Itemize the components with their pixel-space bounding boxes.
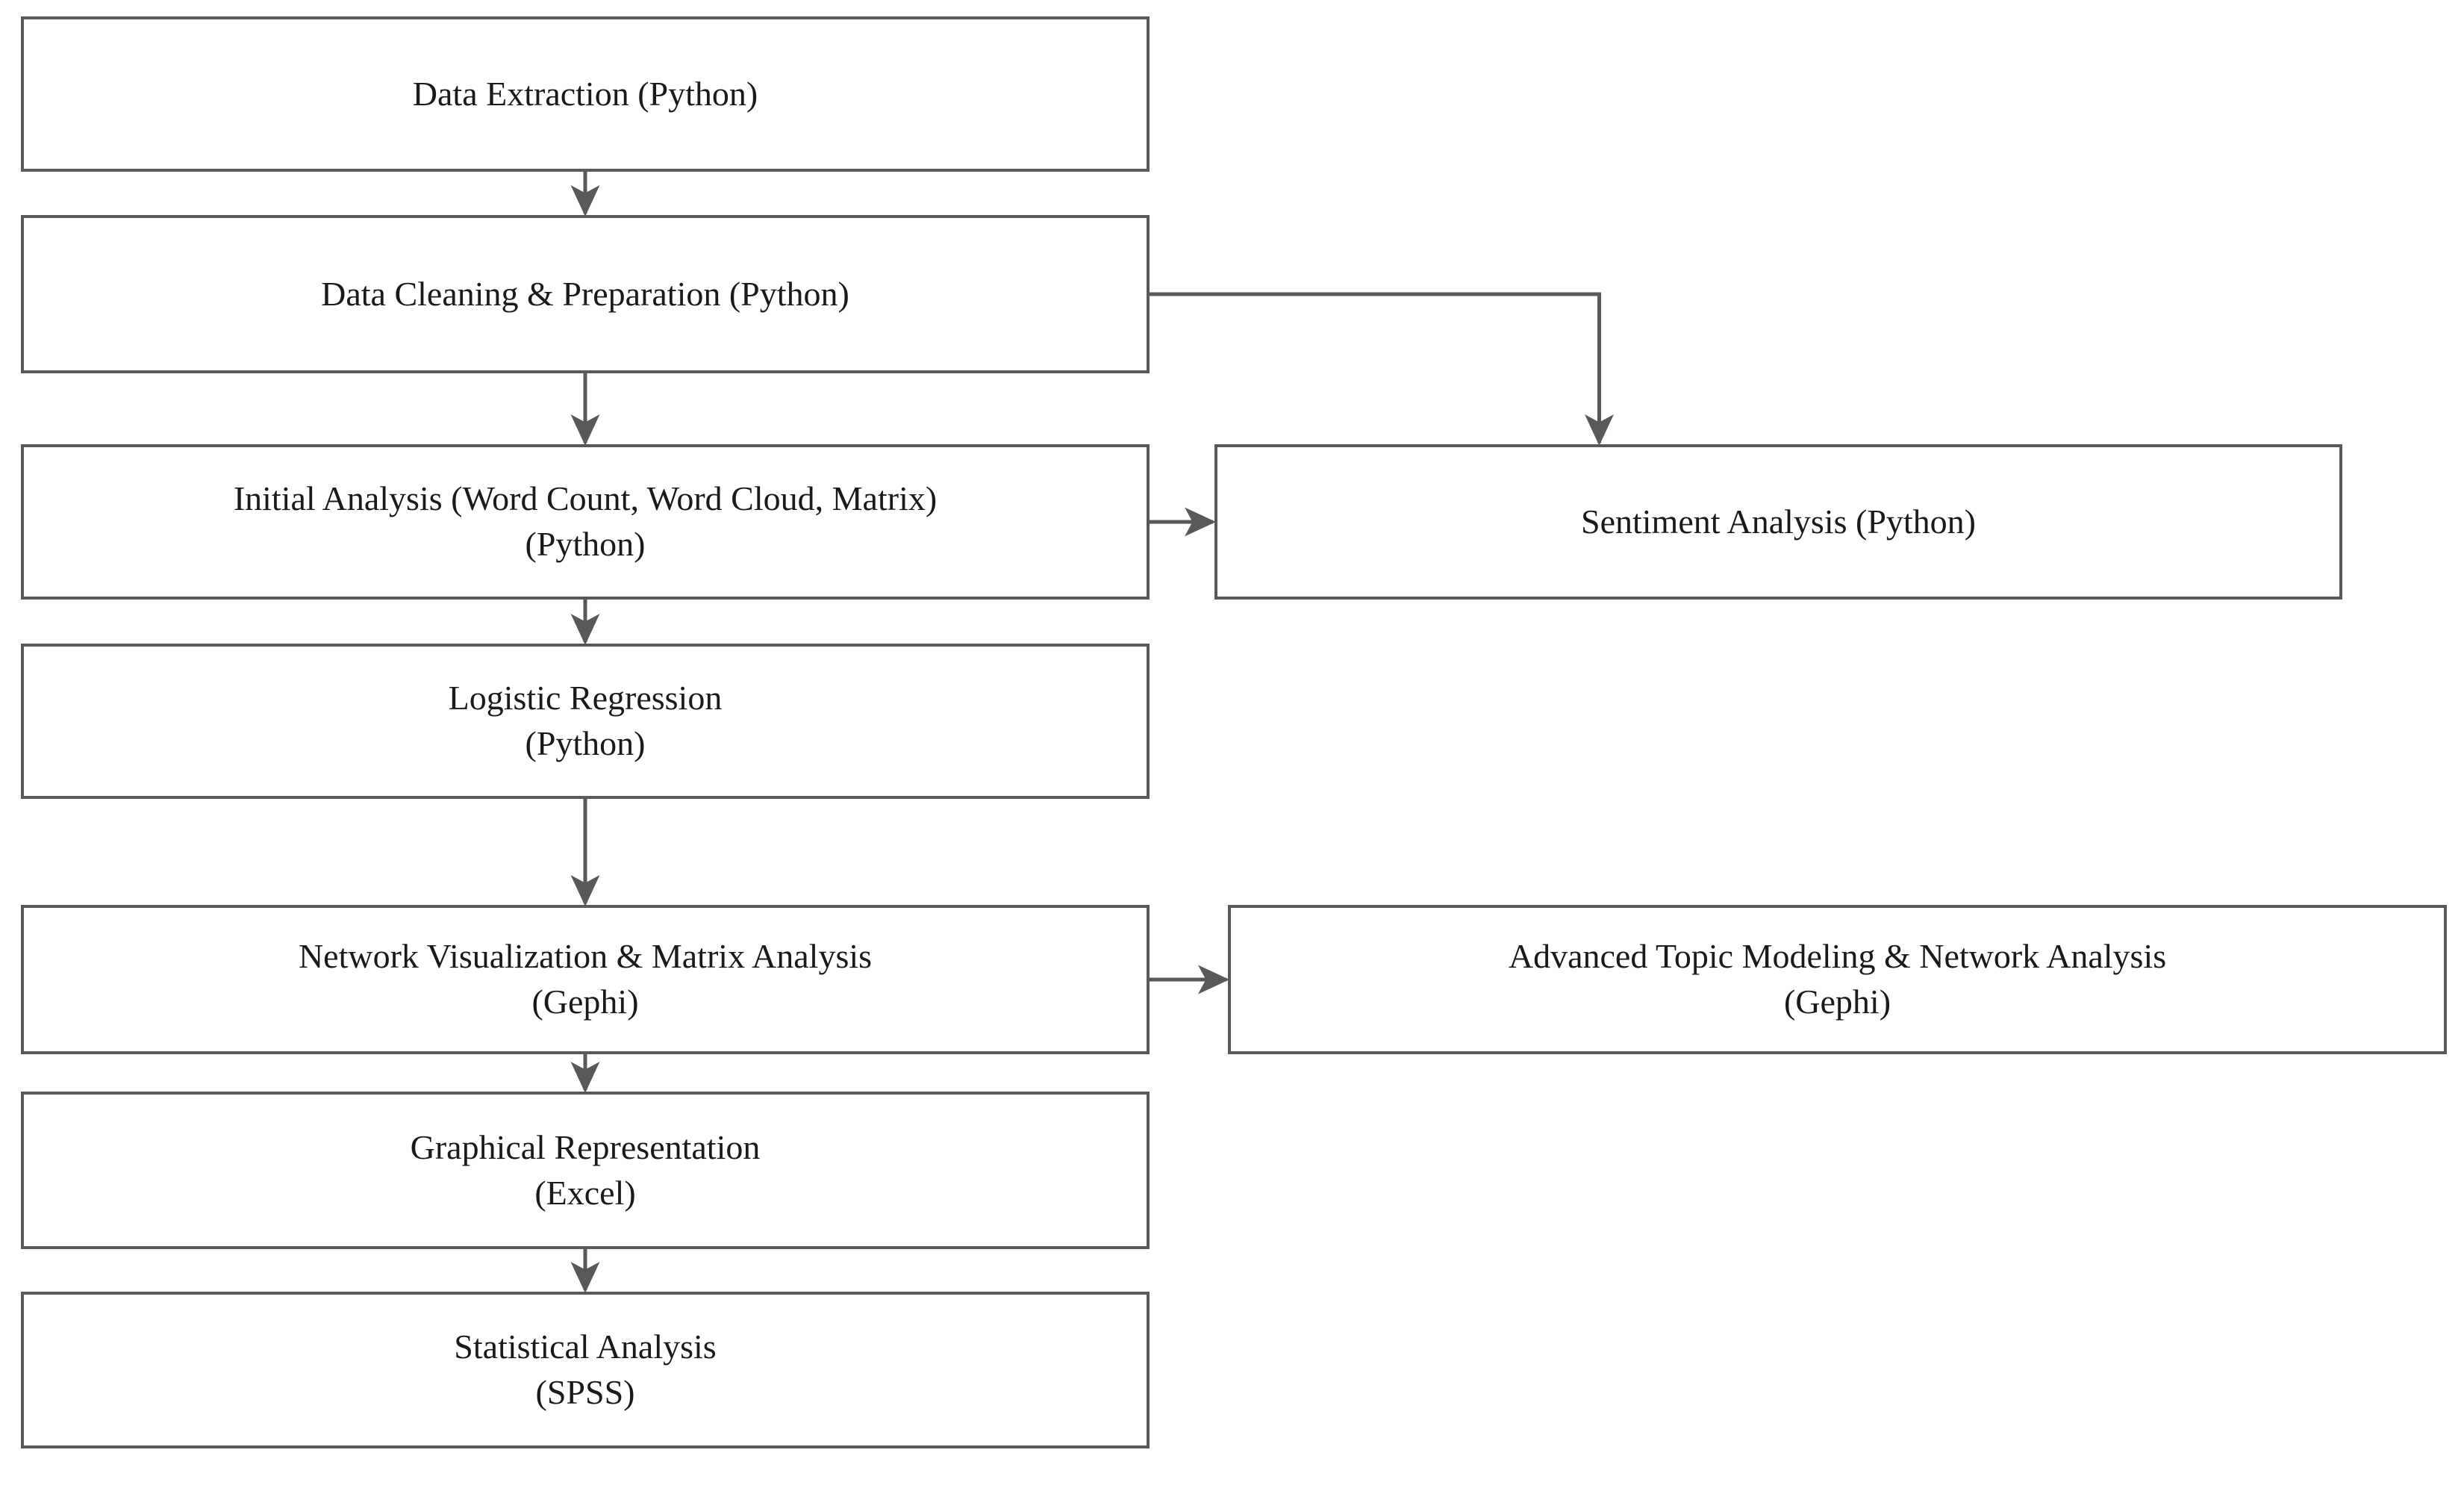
data-cleaning-preparation-node[interactable]: Data Cleaning & Preparation (Python) xyxy=(21,215,1150,373)
node-label-line: Statistical Analysis xyxy=(454,1328,717,1366)
logistic-regression-node[interactable]: Logistic Regression (Python) xyxy=(21,644,1150,799)
initial-analysis-node[interactable]: Initial Analysis (Word Count, Word Cloud… xyxy=(21,444,1150,600)
data-extraction-node[interactable]: Data Extraction (Python) xyxy=(21,16,1150,172)
node-label-line: Network Visualization & Matrix Analysis xyxy=(298,937,873,976)
node-label-line: Advanced Topic Modeling & Network Analys… xyxy=(1508,937,2167,976)
node-label-line: Data Extraction (Python) xyxy=(412,74,758,113)
node-label-line: (Excel) xyxy=(534,1173,636,1212)
node-label-line: (Python) xyxy=(525,724,646,762)
network-visualization-matrix-analysis-node[interactable]: Network Visualization & Matrix Analysis (… xyxy=(21,905,1150,1054)
node-label-line: Graphical Representation xyxy=(410,1127,761,1166)
node-label-line: Logistic Regression xyxy=(448,679,723,718)
advanced-topic-modeling-node[interactable]: Advanced Topic Modeling & Network Analys… xyxy=(1228,905,2447,1054)
graphical-representation-node[interactable]: Graphical Representation (Excel) xyxy=(21,1092,1150,1249)
node-label-line: Initial Analysis (Word Count, Word Cloud… xyxy=(233,479,938,518)
node-label-line: (SPSS) xyxy=(535,1373,635,1411)
sentiment-analysis-node[interactable]: Sentiment Analysis (Python) xyxy=(1214,444,2342,600)
node-label-line: Sentiment Analysis (Python) xyxy=(1581,502,1976,541)
connector-cleaning-to-sentiment xyxy=(1150,292,1614,446)
node-label-line: (Gephi) xyxy=(531,983,639,1021)
node-label-line: (Gephi) xyxy=(1783,983,1891,1021)
node-label-line: (Python) xyxy=(525,525,646,563)
statistical-analysis-node[interactable]: Statistical Analysis (SPSS) xyxy=(21,1292,1150,1448)
node-label-line: Data Cleaning & Preparation (Python) xyxy=(321,274,849,313)
